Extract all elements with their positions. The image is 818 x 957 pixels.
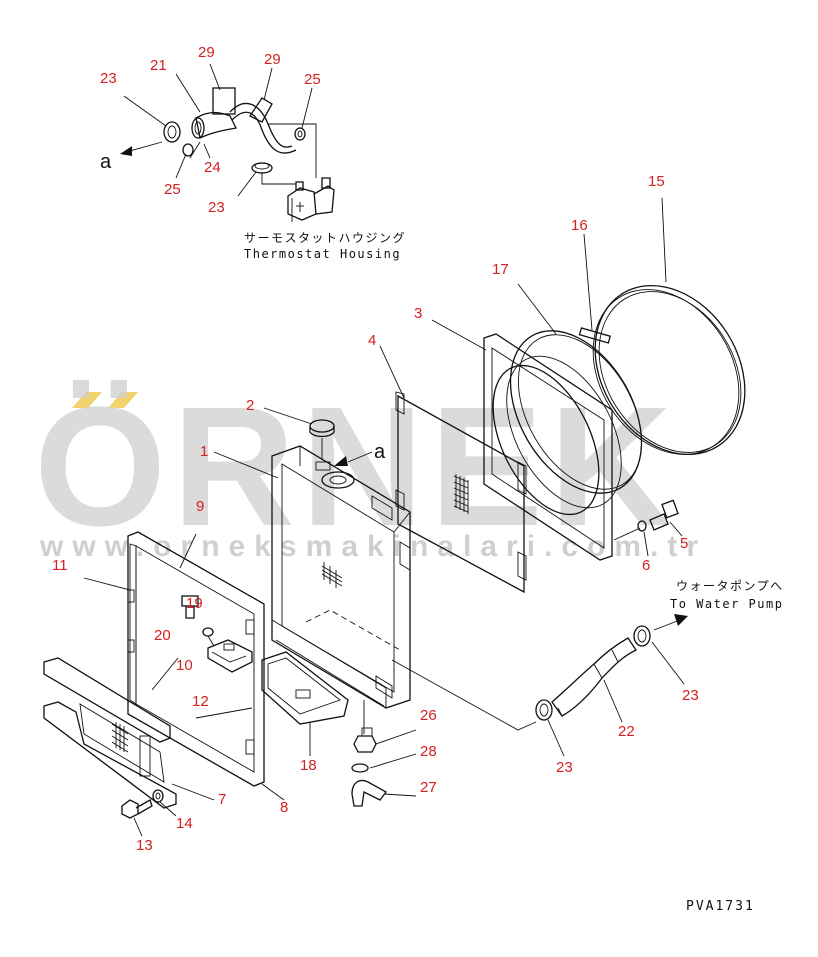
callout-22: 22 — [618, 723, 635, 740]
callout-7: 7 — [218, 791, 226, 808]
callout-18: 18 — [300, 757, 317, 774]
callout-21: 21 — [150, 57, 167, 74]
callout-13: 13 — [136, 837, 153, 854]
callout-23-mid: 23 — [208, 199, 225, 216]
callout-23-bottom: 23 — [556, 759, 573, 776]
callout-24: 24 — [204, 159, 221, 176]
ring-15-outer — [594, 284, 746, 456]
callout-5: 5 — [680, 535, 688, 552]
water-pump-caption-jp: ウォータポンプへ — [676, 579, 784, 593]
guard-group: 10 7 8 13 14 — [43, 657, 288, 854]
callout-2: 2 — [246, 397, 254, 414]
callout-29-right: 29 — [264, 51, 281, 68]
watermark-dot-right — [108, 392, 138, 408]
bracket-group: 19 20 12 — [154, 595, 253, 719]
callout-14: 14 — [176, 815, 193, 832]
callout-10: 10 — [176, 657, 193, 674]
callout-11: 11 — [52, 557, 68, 574]
callout-20: 20 — [154, 627, 171, 644]
callout-4: 4 — [368, 332, 376, 349]
callout-29-left: 29 — [198, 44, 215, 61]
callout-8: 8 — [280, 799, 288, 816]
callout-23-pump: 23 — [682, 687, 699, 704]
callout-28: 28 — [420, 743, 437, 760]
callout-17: 17 — [492, 261, 509, 278]
thermostat-caption-en: Thermostat Housing — [244, 247, 401, 261]
watermark-url: www.orneksmakinalari.com.tr — [39, 530, 707, 563]
fan-ring-group: 15 16 17 — [492, 173, 746, 509]
watermark-brand: ÖRNEK — [34, 372, 678, 562]
callout-15: 15 — [648, 173, 665, 190]
callout-12: 12 — [192, 693, 209, 710]
callout-1: 1 — [200, 443, 208, 460]
view-arrow-a-mid: a — [374, 441, 386, 463]
frame-9: 9 11 — [52, 498, 265, 787]
shroud-3: 3 5 6 — [414, 305, 688, 574]
lower-hose-22: 23 22 23 ウォータポンプへ To Water Pump — [535, 579, 784, 776]
screen-4: 4 — [368, 332, 527, 594]
callout-19: 19 — [186, 595, 203, 612]
callout-23-top: 23 — [100, 70, 117, 87]
plate-18: 18 — [261, 651, 349, 774]
thermostat-caption-jp: サーモスタットハウジング — [244, 231, 406, 245]
callout-3: 3 — [414, 305, 422, 322]
ring-16 — [509, 330, 643, 494]
radiator-1: a 1 2 26 28 27 — [200, 397, 537, 807]
callout-6: 6 — [642, 557, 650, 574]
watermark: ÖRNEK www.orneksmakinalari.com.tr — [34, 372, 707, 563]
view-arrow-a-top: a — [100, 151, 112, 173]
drawing-number: PVA1731 — [686, 899, 755, 914]
callout-9: 9 — [196, 498, 204, 515]
callout-25-left: 25 — [164, 181, 181, 198]
water-pump-caption-en: To Water Pump — [670, 597, 783, 611]
callout-16: 16 — [571, 217, 588, 234]
callout-26: 26 — [420, 707, 437, 724]
callout-25-right: 25 — [304, 71, 321, 88]
callout-27: 27 — [420, 779, 437, 796]
watermark-dot-left — [72, 392, 102, 408]
thermostat-assembly: a — [100, 44, 406, 261]
